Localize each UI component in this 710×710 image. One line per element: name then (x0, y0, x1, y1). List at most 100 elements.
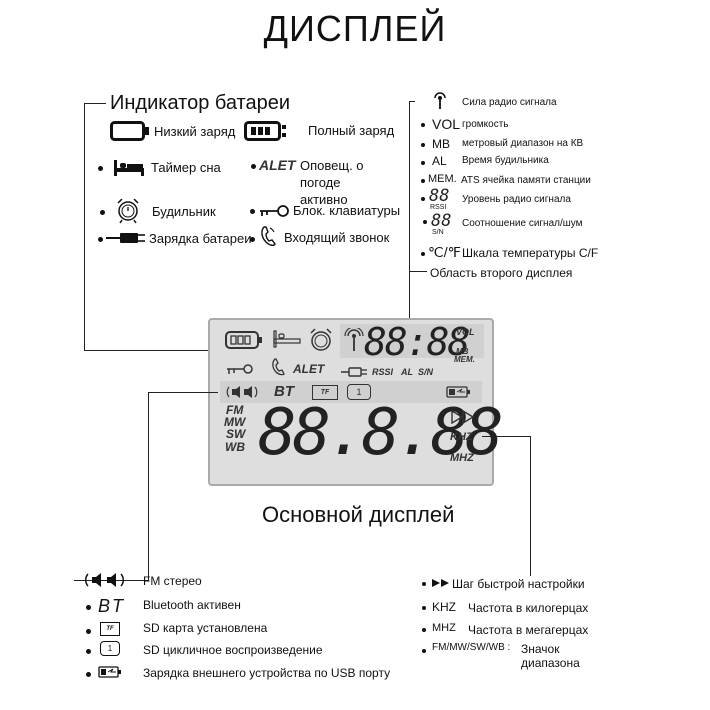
rssi-digits: 88 (429, 186, 450, 206)
leader-line (409, 101, 415, 102)
lcd-sn: S/N (418, 367, 434, 377)
lcd-sd-icon: TF (312, 385, 338, 400)
fm-stereo-label: FM стерео (143, 574, 202, 588)
alert-glyph: ALET (259, 157, 296, 173)
lcd-bt: BT (274, 383, 294, 400)
charging-plug-icon (106, 233, 145, 243)
second-display-area (340, 324, 484, 358)
khz-glyph: KHZ (432, 600, 456, 614)
bullet (422, 582, 426, 586)
bullet (421, 252, 425, 256)
bullet (100, 210, 105, 215)
lcd-stereo-icon (226, 386, 258, 398)
lcd-phone-icon (272, 358, 285, 376)
bullet (422, 628, 426, 632)
battery-full-label: Полный заряд (308, 123, 395, 138)
vol-label: громкость (462, 119, 509, 130)
lcd-rssi: RSSI (372, 367, 394, 377)
bullet (421, 143, 425, 147)
leader-line (530, 436, 531, 576)
bullet (421, 161, 425, 165)
sd-card-label: SD карта установлена (143, 621, 268, 635)
bullet (98, 237, 103, 242)
temp-glyph: ℃/℉ (428, 244, 461, 260)
lcd-battery-icon (225, 331, 262, 349)
bt-glyph: BT (98, 596, 126, 616)
lcd-plug-icon (341, 367, 367, 377)
loop-label: SD цикличное воспроизведение (143, 643, 323, 657)
page-title: ДИСПЛЕЙ (263, 8, 447, 49)
rssi-sub: RSSI (430, 204, 447, 211)
lcd-mb: MB (456, 347, 469, 356)
al-glyph: AL (432, 154, 447, 168)
bands-label-1: Значок (521, 642, 560, 656)
mem-glyph: MEM. (428, 173, 457, 185)
sn-sub: S/N (432, 229, 444, 236)
lcd-vol: VOL (456, 327, 475, 337)
alarm-label: Будильник (152, 204, 216, 219)
lcd-alarm-icon (310, 328, 332, 351)
bed-icon (114, 160, 144, 176)
bullet (422, 606, 426, 610)
bullet (86, 605, 91, 610)
khz-label: Частота в килогерцах (468, 601, 589, 615)
usb-charge-icon (98, 666, 121, 678)
lcd-band-mw: MW (224, 415, 246, 429)
bullet (422, 649, 426, 653)
vol-glyph: VOL (432, 116, 461, 132)
main-display-heading: Основной дисплей (262, 502, 455, 527)
mem-label: ATS ячейка памяти станции (461, 175, 591, 186)
temp-label: Шкала температуры C/F (462, 246, 599, 260)
bullet (423, 220, 427, 224)
bullet (421, 197, 425, 201)
lcd-band-wb: WB (225, 440, 245, 454)
lcd-al: AL (401, 367, 413, 377)
alert-label: Оповещ. о погоде активно (300, 158, 364, 207)
mb-glyph: MB (432, 137, 450, 151)
leader-line (148, 392, 149, 580)
bullet (421, 123, 425, 127)
alarm-clock-icon (117, 198, 139, 224)
leader-line (84, 350, 210, 351)
lcd-bed-icon (273, 330, 301, 348)
signal-label: Сила радио сигнала (462, 97, 557, 108)
battery-section-heading: Индикатор батареи (110, 92, 291, 114)
leader-line (409, 101, 410, 331)
lcd-band-fm: FM (226, 403, 244, 417)
lcd-khz: KHZ (450, 431, 473, 443)
bullet (250, 237, 255, 242)
leader-line (482, 436, 530, 437)
lcd-main-digits: 88.8.88 (258, 396, 504, 470)
loop-icon: 1 (100, 641, 120, 656)
fast-tune-label: Шаг быстрой настройки (452, 577, 585, 591)
battery-low-icon (110, 121, 149, 141)
lcd-band-sw: SW (226, 427, 246, 441)
bullet (421, 179, 425, 183)
incoming-call-label: Входящий звонок (284, 230, 390, 245)
battery-full-icon (244, 121, 286, 141)
bullet (251, 164, 256, 169)
mhz-label: Частота в мегагерцах (468, 623, 589, 637)
al-label: Время будильника (462, 155, 549, 166)
sd-card-icon: TF (100, 622, 120, 636)
bands-label-2: диапазона (521, 656, 580, 670)
stereo-icon (84, 573, 125, 587)
sn-label: Соотношение сигнал/шум (462, 218, 583, 229)
lcd-mem: MEM. (454, 355, 475, 364)
bullet (86, 649, 91, 654)
lcd-loop-icon: 1 (347, 384, 371, 400)
lcd-antenna-icon (344, 328, 364, 351)
lcd-small-digits: 88:88 (364, 320, 470, 364)
leader-line (148, 392, 218, 393)
sn-digits: 88 (431, 211, 452, 231)
phone-icon (261, 226, 276, 247)
usb-charge-label: Зарядка внешнего устройства по USB порту (143, 666, 391, 680)
bullet (98, 166, 103, 171)
antenna-icon (434, 92, 446, 109)
sleep-timer-label: Таймер сна (151, 160, 221, 175)
leader-line (84, 103, 85, 351)
leader-line (409, 271, 427, 272)
key-icon (260, 205, 289, 217)
leader-line (84, 103, 106, 104)
second-display-area-label: Область второго дисплея (430, 266, 573, 280)
